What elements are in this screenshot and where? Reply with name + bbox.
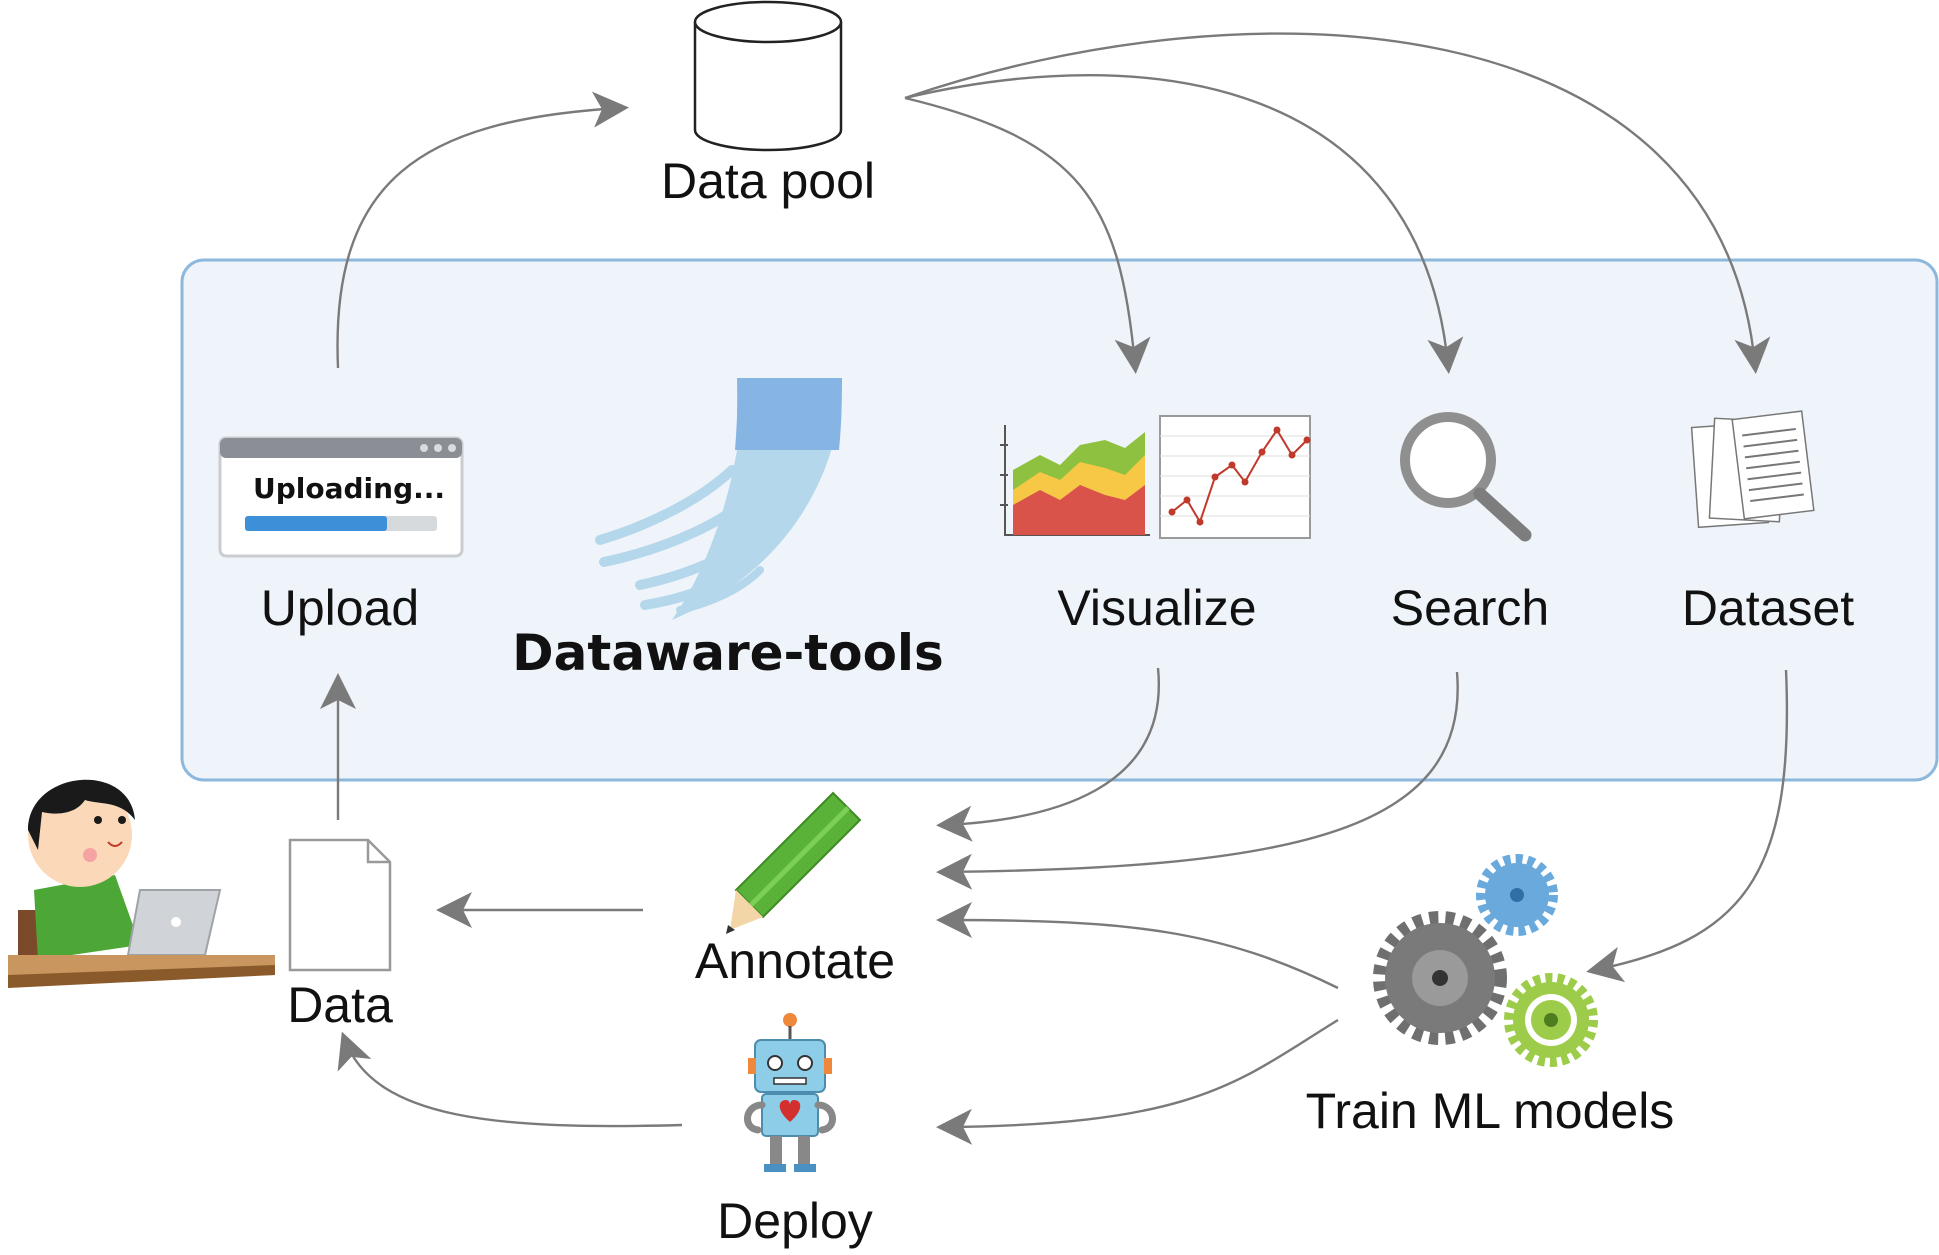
- gear-blue: [1476, 854, 1558, 936]
- arrows: [320, 32, 1789, 1145]
- arrow-train-to-deploy: [936, 1018, 1339, 1145]
- user-at-laptop-illustration: [8, 779, 275, 988]
- gear-gray: [1373, 911, 1507, 1045]
- train-label: Train ML models: [1306, 1083, 1675, 1139]
- deploy-label: Deploy: [717, 1193, 873, 1249]
- dataset-label: Dataset: [1682, 580, 1854, 636]
- brand-title: Dataware-tools: [512, 624, 944, 682]
- area-chart-icon: [1000, 425, 1150, 536]
- upload-label: Upload: [261, 580, 419, 636]
- pencil-icon: [726, 791, 862, 934]
- arrow-upload-to-datapool: [336, 91, 629, 369]
- upload-banner-text: Uploading...: [253, 472, 445, 505]
- upload-window-icon: Uploading...: [218, 436, 464, 558]
- data-label: Data: [287, 977, 393, 1033]
- robot-icon: [744, 1013, 836, 1172]
- arrow-deploy-to-data: [337, 1031, 683, 1128]
- annotate-label: Annotate: [695, 933, 895, 989]
- line-chart-icon: [1159, 415, 1311, 539]
- arrow-datapool-to-dataset: [904, 32, 1771, 374]
- arrow-datapool-to-visualize: [904, 96, 1151, 374]
- gears-icon: [1373, 854, 1598, 1067]
- gear-green: [1504, 973, 1598, 1067]
- document-stack-icon: [1690, 410, 1815, 529]
- arrow-visualize-to-annotate: [936, 667, 1161, 842]
- search-label: Search: [1391, 580, 1549, 636]
- file-icon: [288, 838, 392, 972]
- magnifier-icon: [1400, 412, 1532, 542]
- arrow-dataset-to-train: [1586, 669, 1789, 983]
- data-pool-label: Data pool: [661, 153, 875, 209]
- brand-streak-logo: [595, 378, 842, 620]
- database-cylinder-icon: [693, 0, 843, 152]
- upload-progress-fill: [245, 516, 387, 531]
- arrow-datapool-to-search: [904, 73, 1464, 374]
- arrow-search-to-annotate: [936, 671, 1459, 890]
- visualize-label: Visualize: [1057, 580, 1256, 636]
- arrow-train-to-annotate: [936, 902, 1339, 990]
